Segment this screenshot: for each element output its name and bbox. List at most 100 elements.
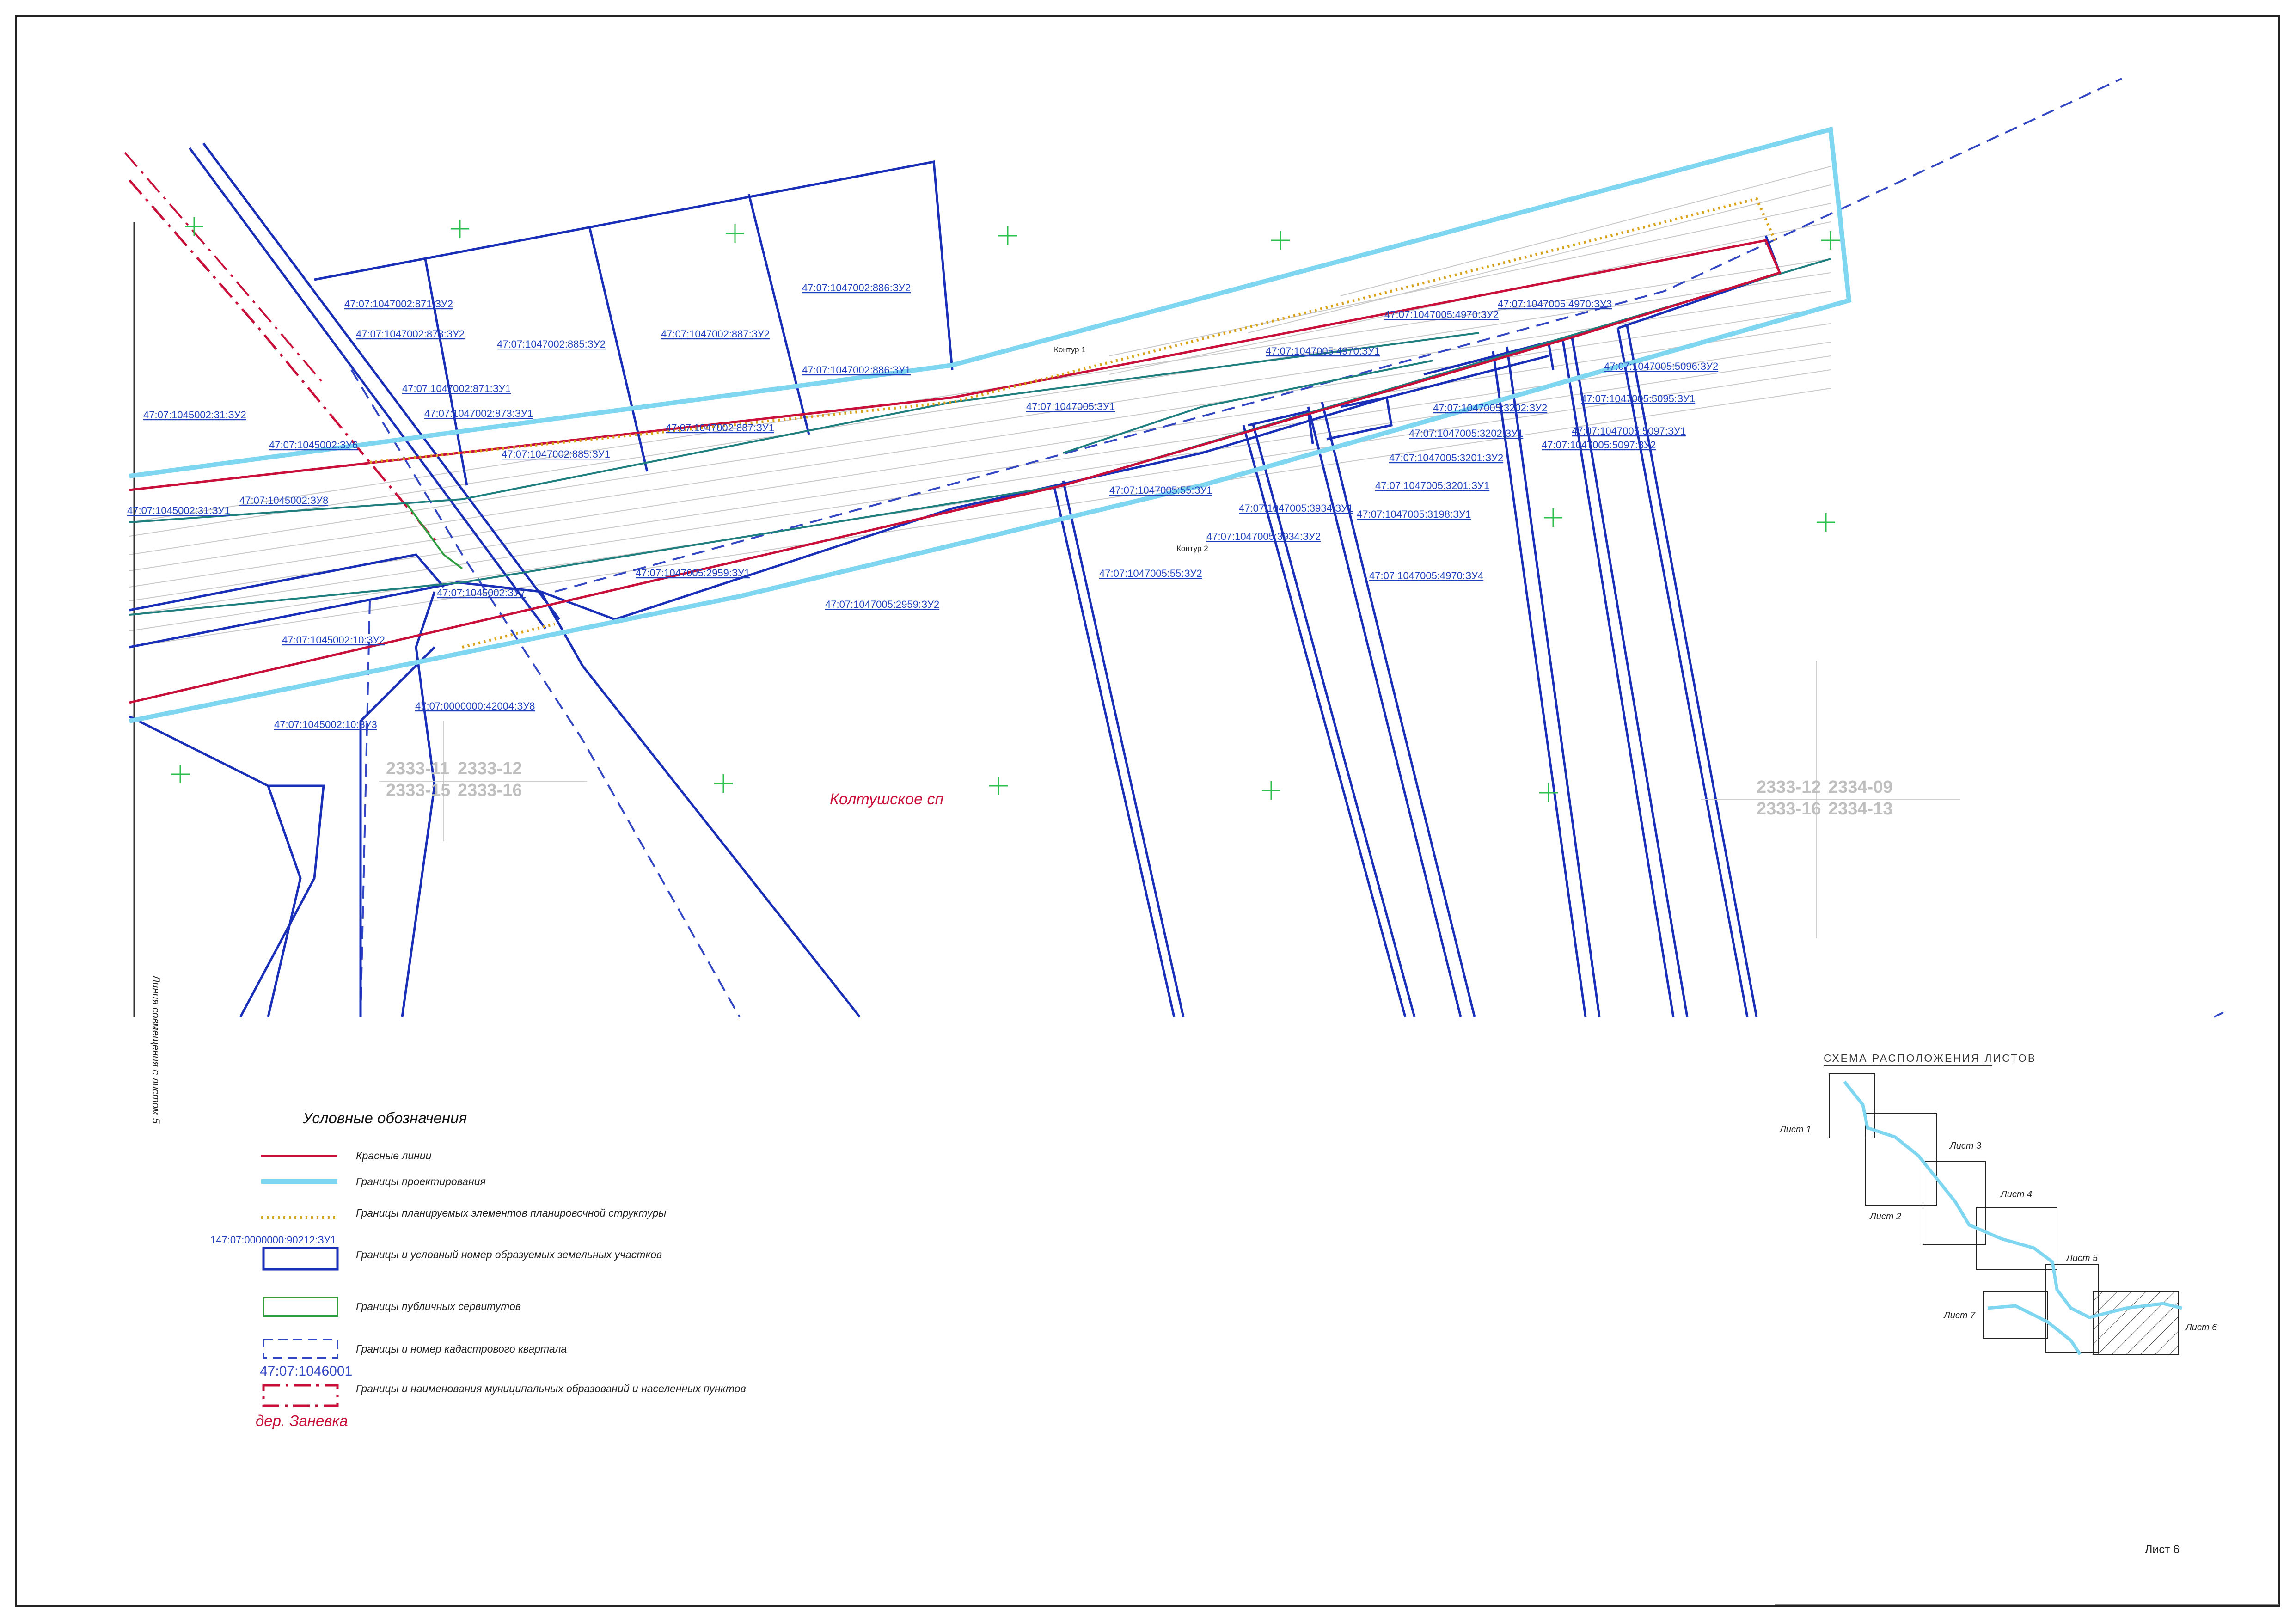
sheet-number: Лист 6: [2145, 1543, 2180, 1556]
grid-label: 2333-12: [1757, 777, 1821, 797]
legend-label: Границы и условный номер образуемых земе…: [356, 1249, 662, 1261]
match-line-label: Линия совмещения с листом 5: [150, 974, 162, 1124]
parcel-label: 47:07:1047005:3202:ЗУ2: [1433, 402, 1547, 414]
legend-label: Границы проектирования: [356, 1175, 486, 1187]
parcel-label: 47:07:1047005:5096:ЗУ2: [1604, 361, 1718, 372]
legend-cadastral-sample-label: 47:07:1046001: [260, 1364, 352, 1379]
legend-label-part: Границы и наименования муниципальных обр…: [356, 1383, 746, 1395]
parcel-label: 47:07:1047005:4970:ЗУ4: [1369, 570, 1483, 581]
grid-label: 2333-11: [386, 759, 449, 778]
parcel-label: 47:07:1045002:ЗУ7: [437, 587, 526, 599]
municipal-boundary: [129, 179, 440, 546]
parcel-label: 47:07:1047002:887:ЗУ1: [666, 422, 774, 434]
scheme-sheet-label: Лист 1: [1779, 1125, 1811, 1135]
parcel-label: 47:07:1045002:10:ЗУ2: [282, 634, 385, 646]
parcel-label: 47:07:1047002:886:ЗУ2: [802, 282, 911, 294]
scheme-sheet-label: Лист 5: [2065, 1253, 2098, 1263]
parcel-labels: 47:07:1047002:871:ЗУ2 47:07:1047002:873:…: [127, 282, 1718, 730]
scheme-title: СХЕМА РАСПОЛОЖЕНИЯ ЛИСТОВ: [1824, 1052, 2036, 1064]
parcel-boundaries: [129, 142, 1782, 1018]
survey-background: [129, 166, 1831, 648]
legend-label: Красные линии: [356, 1150, 432, 1162]
sheet-layout-scheme: СХЕМА РАСПОЛОЖЕНИЯ ЛИСТОВ Лист 1 Лист 2 …: [1779, 1052, 2217, 1355]
map-grid-lines: [379, 661, 1960, 938]
settlement-name: Колтушское сп: [830, 790, 943, 808]
legend-label: Границы публичных сервитутов: [356, 1300, 521, 1312]
parcel-label: 47:07:1045002:10:ЗУ3: [274, 719, 377, 730]
parcel-label: 47:07:1045002:31:ЗУ1: [127, 505, 230, 516]
parcel-label: 47:07:1047002:873:ЗУ2: [356, 328, 465, 340]
cadastral-quarter-boundary-2: [554, 78, 2122, 593]
parcel-label: 47:07:1045002:ЗУ8: [239, 495, 328, 506]
legend-servitude-sample: [263, 1297, 338, 1317]
parcel-label: 47:07:1047005:5097:ЗУ1: [1572, 425, 1686, 437]
parcel-label: 47:07:1047005:ЗУ1: [1026, 401, 1115, 412]
grid-label: 2334-13: [1828, 799, 1892, 819]
legend-parcel-sample: [262, 1247, 339, 1271]
cadastral-quarter-boundary-3: [360, 600, 371, 1017]
contour-label: Контур 2: [1176, 544, 1208, 553]
grid-label: 2333-16: [458, 781, 522, 800]
parcel-label: 47:07:1047002:873:ЗУ1: [424, 408, 533, 419]
grid-label: 2333-15: [386, 781, 450, 800]
design-boundary: [129, 126, 1852, 723]
parcel-label: 47:07:1047005:3201:ЗУ1: [1375, 480, 1489, 491]
servitude-boundary: [406, 503, 463, 569]
parcel-label: 47:07:1047005:4970:ЗУ2: [1384, 309, 1499, 320]
scheme-sheet-label: Лист 6: [2185, 1322, 2217, 1333]
map-area: 2333-11 2333-12 2333-15 2333-16 2333-12 …: [124, 78, 2224, 1124]
parcel-label: 47:07:1047005:4970:ЗУ3: [1498, 298, 1612, 310]
grid-crosses: [171, 217, 1840, 802]
municipal-boundary-2: [124, 152, 325, 385]
scheme-frame: [1983, 1291, 2048, 1339]
scheme-frame: [1976, 1207, 2057, 1270]
parcel-label: 47:07:1047005:3198:ЗУ1: [1357, 508, 1471, 520]
legend-municipal-sample: [262, 1384, 339, 1407]
scheme-route: [1843, 1080, 2182, 1319]
cadastral-quarter-boundary: [350, 369, 741, 1017]
scheme-sheet-label: Лист 2: [1869, 1212, 1901, 1222]
parcel-label: 47:07:1047002:885:ЗУ2: [497, 338, 606, 350]
parcel-label: 47:07:1045002:31:ЗУ2: [143, 409, 246, 421]
parcel-label: 47:07:1047002:887:ЗУ2: [661, 328, 770, 340]
parcel-label: 47:07:1047005:5095:ЗУ1: [1581, 393, 1695, 404]
scheme-frame: [1829, 1073, 1875, 1138]
scheme-sheet-label: Лист 4: [2000, 1189, 2032, 1200]
legend-municipal-sample-label: дер. Заневка: [256, 1412, 348, 1429]
legend: Условные обозначения Красные линии Грани…: [210, 1109, 746, 1429]
scheme-frame-current: [2093, 1291, 2179, 1355]
scheme-frame: [1865, 1113, 1937, 1206]
parcel-label: 47:07:1047005:5097:ЗУ2: [1542, 439, 1656, 451]
legend-parcel-sample-label: 147:07:0000000:90212:ЗУ1: [210, 1234, 336, 1246]
contour-label: Контур 1: [1054, 345, 1086, 354]
parcel-label: 47:07:1047005:3934:ЗУ1: [1239, 502, 1353, 514]
parcel-label: 47:07:1047005:3201:ЗУ2: [1389, 452, 1503, 464]
parcel-label: 47:07:1047002:886:ЗУ1: [802, 364, 911, 376]
parcel-label: 47:07:1047005:55:ЗУ1: [1109, 484, 1212, 496]
scheme-sheet-label: Лист 7: [1943, 1310, 1976, 1321]
planning-structure-boundary: [369, 197, 1776, 464]
scheme-route-branch: [1987, 1304, 2082, 1355]
grid-label: 2334-09: [1828, 777, 1892, 797]
legend-label: Границы и номер кадастрового квартала: [356, 1343, 567, 1355]
legend-label: Границы планируемых элементов планировоч…: [356, 1207, 666, 1219]
parcel-label: 47:07:1047002:871:ЗУ1: [402, 383, 511, 394]
legend-label: Границы и наименования муниципальных обр…: [356, 1383, 746, 1395]
parcel-label: 47:07:1047005:3934:ЗУ2: [1206, 531, 1321, 542]
grid-label: 2333-16: [1757, 799, 1821, 819]
parcel-label: 47:07:1045002:ЗУ6: [269, 439, 358, 451]
parcel-label: 47:07:1047005:55:ЗУ2: [1099, 568, 1202, 579]
parcel-label: 47:07:1047005:2959:ЗУ1: [636, 567, 750, 579]
sheet-frame: [15, 15, 2280, 1607]
legend-cadastral-sample: [263, 1339, 338, 1359]
parcel-label: 47:07:0000000:42004:ЗУ8: [415, 700, 535, 712]
parcel-label: 47:07:1047002:871:ЗУ2: [344, 298, 453, 310]
planning-structure-lines: [129, 258, 1831, 616]
parcel-label: 47:07:1047005:4970:ЗУ1: [1266, 345, 1380, 357]
legend-title: Условные обозначения: [302, 1109, 467, 1126]
scheme-frame: [1923, 1161, 1986, 1245]
parcel-label: 47:07:1047005:3202:ЗУ1: [1409, 428, 1523, 439]
scheme-sheet-label: Лист 3: [1949, 1141, 1981, 1151]
grid-label: 2333-12: [458, 759, 522, 778]
